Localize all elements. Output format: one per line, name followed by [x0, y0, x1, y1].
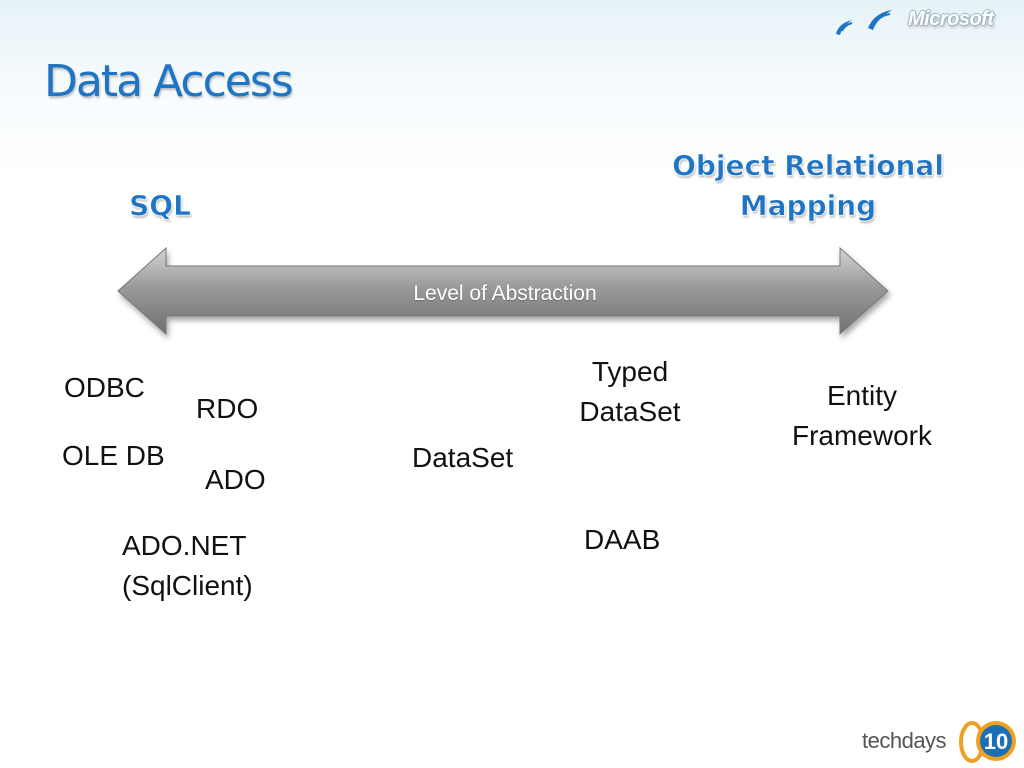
techdays-badge-number: 10: [984, 729, 1008, 754]
tech-dataset: DataSet: [412, 442, 514, 473]
abstraction-double-arrow: [117, 246, 889, 336]
tech-typed-dataset-line1: Typed: [591, 356, 669, 387]
tech-oledb: OLE DB: [62, 440, 165, 471]
microsoft-wordmark: Microsoft: [908, 8, 994, 30]
techdays-wordmark: techdays: [862, 728, 947, 753]
tech-rdo: RDO: [196, 393, 259, 424]
tech-entity-framework-line1: Entity: [826, 380, 898, 411]
tech-entity-framework: Entity Framework: [772, 376, 952, 456]
tech-typed-dataset-line2: DataSet: [579, 396, 681, 427]
tech-typed-dataset: Typed DataSet: [560, 352, 700, 432]
tech-ado: ADO: [205, 464, 266, 495]
scale-right-label: Object Relational Mapping: [660, 146, 956, 226]
tech-adonet-line2: (SqlClient): [122, 570, 253, 601]
tech-adonet-line1: ADO.NET: [122, 530, 247, 561]
scale-right-label-line1: Object Relational: [672, 149, 944, 183]
microsoft-logo: Microsoft: [830, 4, 1020, 38]
page-title: Data Access: [44, 56, 294, 107]
tech-daab: DAAB: [584, 524, 661, 555]
scale-left-label: SQL: [129, 189, 191, 223]
axis-caption: Level of Abstraction: [413, 282, 597, 305]
tech-entity-framework-line2: Framework: [791, 420, 932, 451]
techdays-logo: techdays 10: [862, 714, 1022, 768]
techdays-10-badge-icon: 10: [959, 721, 1016, 763]
tech-odbc: ODBC: [64, 372, 145, 403]
tech-adonet: ADO.NET (SqlClient): [122, 526, 253, 606]
scale-right-label-line2: Mapping: [739, 189, 877, 223]
windows-flag-birds-icon: [836, 10, 892, 35]
